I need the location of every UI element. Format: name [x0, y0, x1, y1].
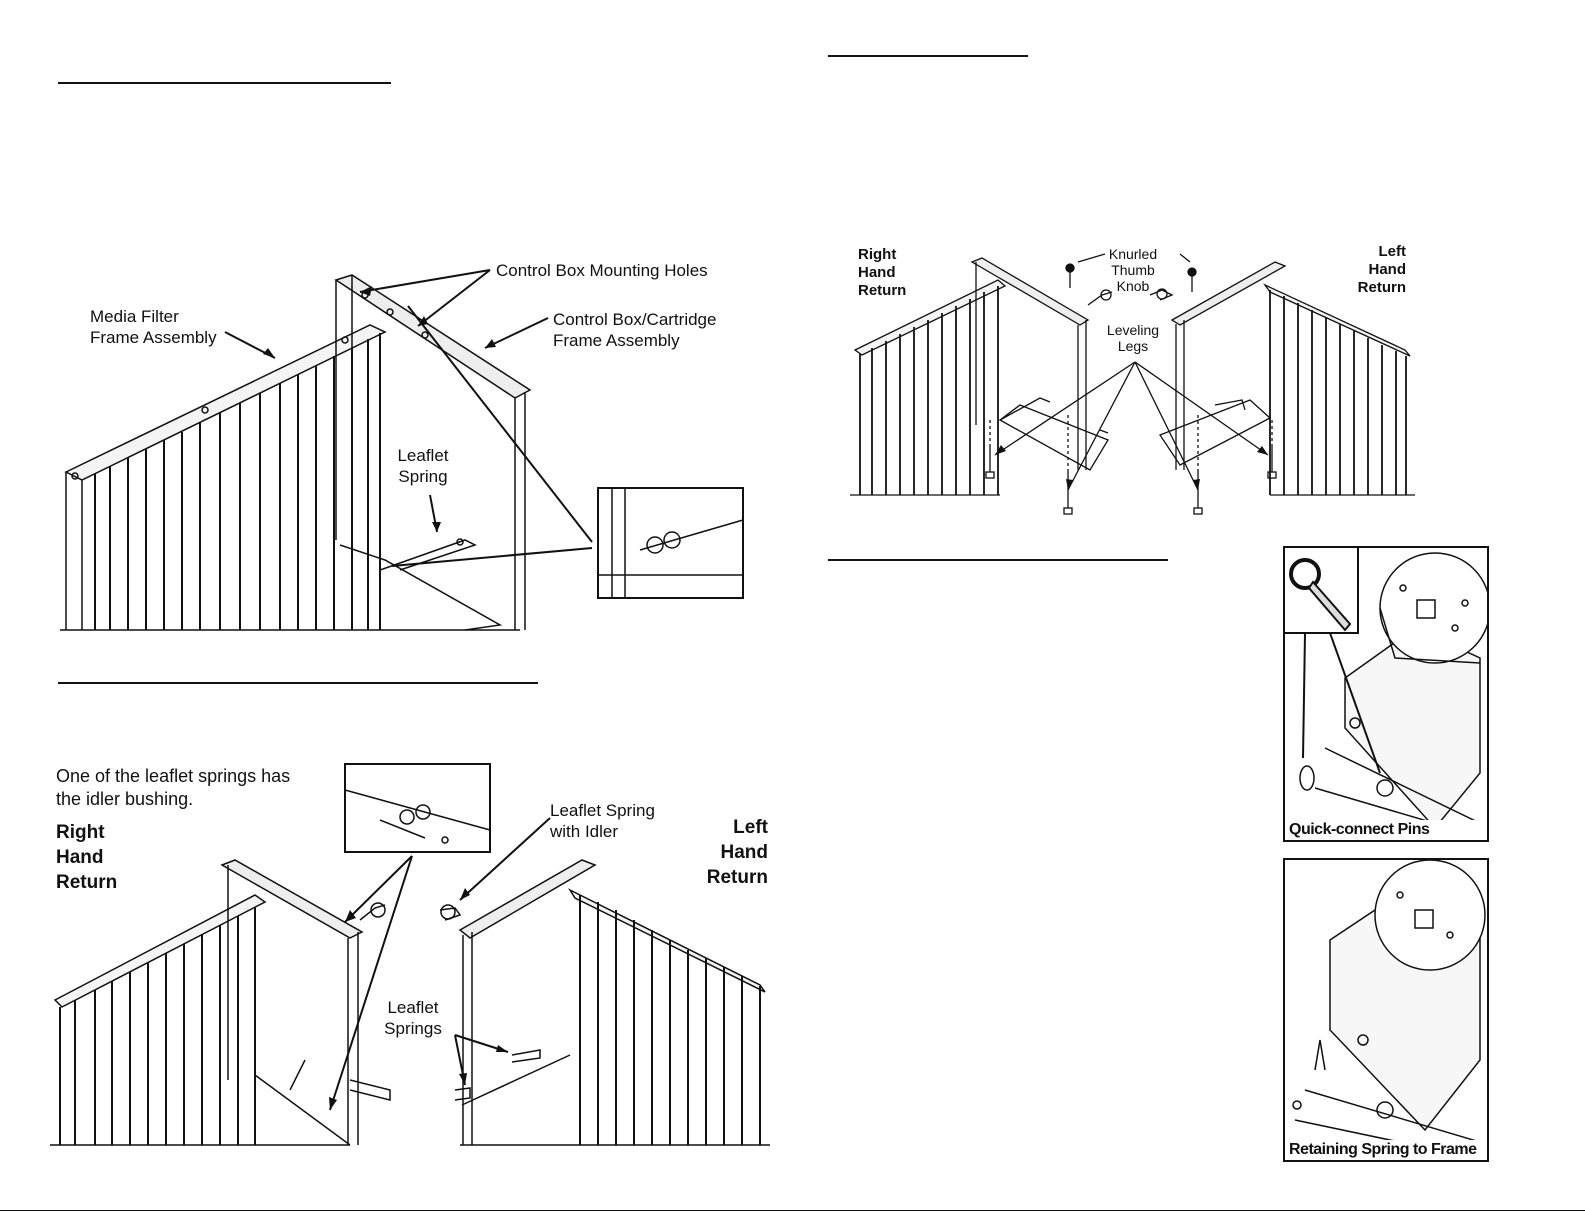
leaflet-line1: Leaflet: [397, 446, 449, 465]
leveling-line1: Leveling: [1106, 322, 1160, 338]
retaining-spring-caption: Retaining Spring to Frame: [1285, 1140, 1487, 1160]
leveling-legs-label: Leveling Legs: [1100, 322, 1166, 354]
pin-detail-inset: [1285, 548, 1359, 634]
leaflet-spring-label: Leaflet Spring: [392, 445, 454, 487]
heading-rule-1: [58, 82, 391, 84]
leaflet-springs-label: Leaflet Springs: [380, 997, 446, 1039]
fig2-right-line2: Hand: [56, 847, 104, 868]
control-box-line1: Control Box/Cartridge: [553, 310, 717, 329]
leveling-line2: Legs: [1117, 338, 1149, 354]
note-line1: One of the leaflet springs has: [56, 766, 291, 786]
retaining-spring-panel: Retaining Spring to Frame: [1283, 858, 1489, 1162]
pin-icon: [1289, 558, 1352, 632]
idler-line2: with Idler: [550, 822, 619, 841]
fig3-right-line1: Right: [858, 246, 897, 263]
fig2-right-line1: Right: [56, 822, 105, 843]
knurled-line1: Knurled: [1108, 246, 1158, 262]
idler-line1: Leaflet Spring: [550, 801, 655, 820]
springs-line2: Springs: [384, 1019, 442, 1038]
media-filter-line1: Media Filter: [90, 307, 179, 326]
fig3-left-line3: Return: [1357, 279, 1406, 296]
control-box-mounting-holes-label: Control Box Mounting Holes: [496, 261, 708, 280]
fig2-left-line2: Hand: [720, 842, 769, 863]
knurled-line2: Thumb: [1111, 262, 1155, 278]
figure1-frame-drawing: [60, 269, 744, 631]
fig3-right-hand-return-label: Right Hand Return: [858, 246, 906, 300]
heading-rule-3: [828, 55, 1028, 57]
fig3-left-line2: Hand: [1368, 261, 1407, 278]
fig2-left-hand-return-label: Left Hand Return: [680, 815, 768, 890]
heading-rule-2: [58, 682, 538, 684]
leaflet-spring-with-idler-label: Leaflet Spring with Idler: [550, 800, 655, 842]
fig3-left-hand-return-label: Left Hand Return: [1340, 243, 1406, 297]
fig3-left-line1: Left: [1378, 243, 1407, 260]
control-box-illustration-bottom: [1292, 860, 1487, 1160]
fig2-left-line1: Left: [733, 817, 768, 838]
control-box-cartridge-frame-label: Control Box/Cartridge Frame Assembly: [553, 309, 716, 351]
fig3-right-line2: Hand: [858, 264, 896, 281]
control-box-line2: Frame Assembly: [553, 331, 680, 350]
fig3-right-line3: Return: [858, 282, 907, 299]
page-bottom-rule: [0, 1210, 1585, 1211]
fig2-left-line3: Return: [706, 867, 768, 888]
knurled-line3: Knob: [1116, 278, 1150, 294]
idler-bushing-note: One of the leaflet springs has the idler…: [56, 765, 290, 811]
heading-rule-4: [828, 559, 1168, 561]
fig2-right-hand-return-label: Right Hand Return: [56, 820, 117, 895]
fig2-right-line3: Return: [56, 872, 118, 893]
media-filter-frame-label: Media Filter Frame Assembly: [90, 306, 217, 348]
figure3-leveling-legs-drawing: [850, 253, 1415, 515]
media-filter-line2: Frame Assembly: [90, 328, 217, 347]
springs-line1: Leaflet: [387, 998, 439, 1017]
figure2-frames-drawing: [50, 763, 770, 1146]
note-line2: the idler bushing.: [56, 789, 194, 809]
quick-connect-pins-panel: Quick-connect Pins: [1283, 546, 1489, 842]
leaflet-line2: Spring: [398, 467, 448, 486]
quick-connect-pins-caption: Quick-connect Pins: [1285, 820, 1487, 840]
control-box-illustration-top: [1299, 552, 1487, 839]
knurled-thumb-knob-label: Knurled Thumb Knob: [1100, 246, 1166, 294]
